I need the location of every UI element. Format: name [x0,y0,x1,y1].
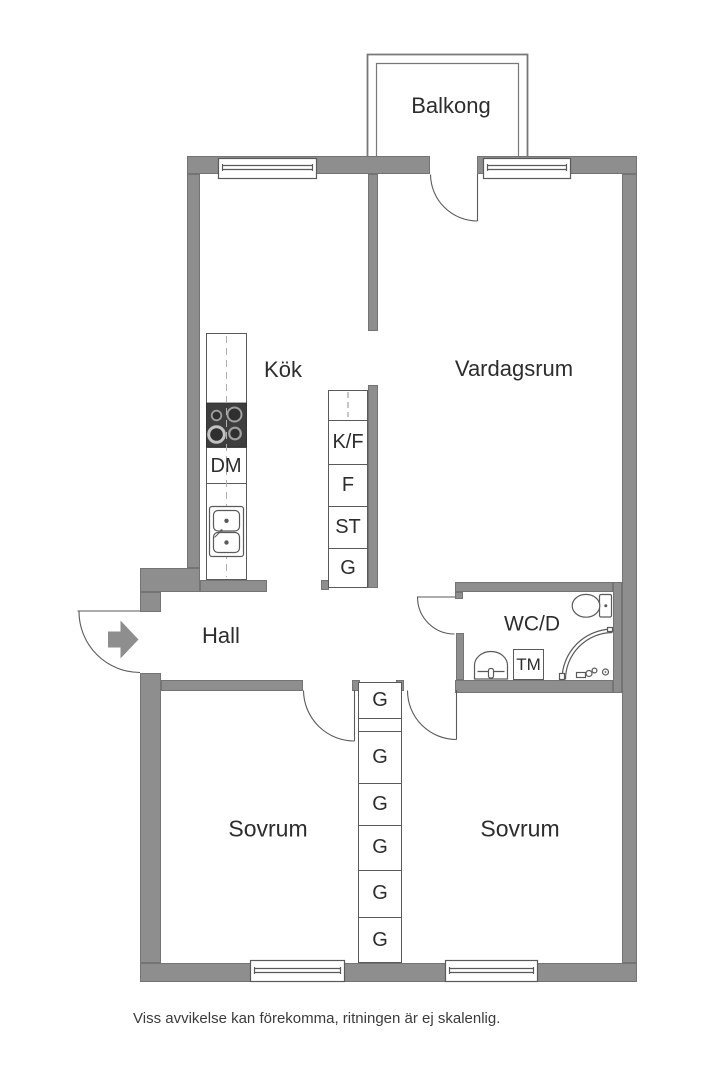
closet-cell-label: ST [335,516,361,538]
closet-cell-label: F [341,474,355,496]
room-label-bedroom-right: Sovrum [480,815,560,842]
balcony-door-arc [429,174,479,222]
disclaimer-text: Viss avvikelse kan förekomma, ritningen … [133,1010,501,1027]
closet-cell-divider [329,464,367,465]
closet-cell-label: G [372,746,388,768]
wall-wc-left [456,633,464,680]
wall-left-upper [187,174,200,568]
closet-cell-divider [359,783,401,784]
closet-cell-label: G [340,557,356,579]
closet-cell-label: K/F [332,431,364,453]
closet-cell-divider [329,548,367,549]
wall-left-lower [140,673,161,963]
wall-wc-bottom [455,680,613,693]
kitchen-closet-column [328,390,368,588]
washing-machine: TM [513,649,544,680]
closet-cell-divider [359,718,401,719]
wall-wc-left-stub [455,592,463,599]
closet-cell-label: G [372,929,388,951]
wall-kitchen-divider [368,174,378,331]
closet-cell-label: G [372,793,388,815]
entrance-door-arc [77,610,141,674]
bedroom-left-door-arc [302,690,356,742]
room-label-bedroom-left: Sovrum [228,815,308,842]
wall-bottom [140,963,637,982]
wall-top-left [187,156,430,174]
wall-wc-right-block [613,582,622,693]
closet-cell-label: G [372,882,388,904]
wall-kitchen-bottom [200,580,267,592]
room-label-hall: Hall [202,623,240,648]
dishwasher-label: DM [210,455,242,477]
closet-cell-label: G [372,689,388,711]
closet-cell-divider [359,870,401,871]
bedroom-right-door-arc [406,690,458,741]
wall-right [622,174,637,963]
bathroom-sink-icon [473,650,509,680]
room-label-bathroom: WC/D [504,612,560,636]
wall-hall-bottom [161,680,303,691]
room-label-kitchen: Kök [264,357,302,382]
wall-left-jog [140,568,200,592]
counter-divider [207,447,246,448]
closet-cell-divider [359,825,401,826]
closet-cell-divider [359,731,401,732]
washing-machine-label: TM [516,654,541,674]
room-label-balcony: Balkong [411,93,491,118]
entrance-arrow-icon [108,620,139,659]
wall-closet-kitchen [368,385,378,588]
counter-divider [207,483,246,484]
wall-top-right [477,156,637,174]
closet-cell-divider [359,917,401,918]
closet-cell-divider [329,420,367,421]
closet-cell-divider [329,506,367,507]
shower-icon [558,626,614,681]
closet-cell-label: G [372,836,388,858]
bedroom-closet-column [358,682,402,963]
wc-door-arc [416,596,455,635]
room-label-living-room: Vardagsrum [454,356,574,381]
wall-wc-top [455,582,613,592]
wall-left-entry-upper [140,592,161,612]
toilet-icon [571,593,613,618]
